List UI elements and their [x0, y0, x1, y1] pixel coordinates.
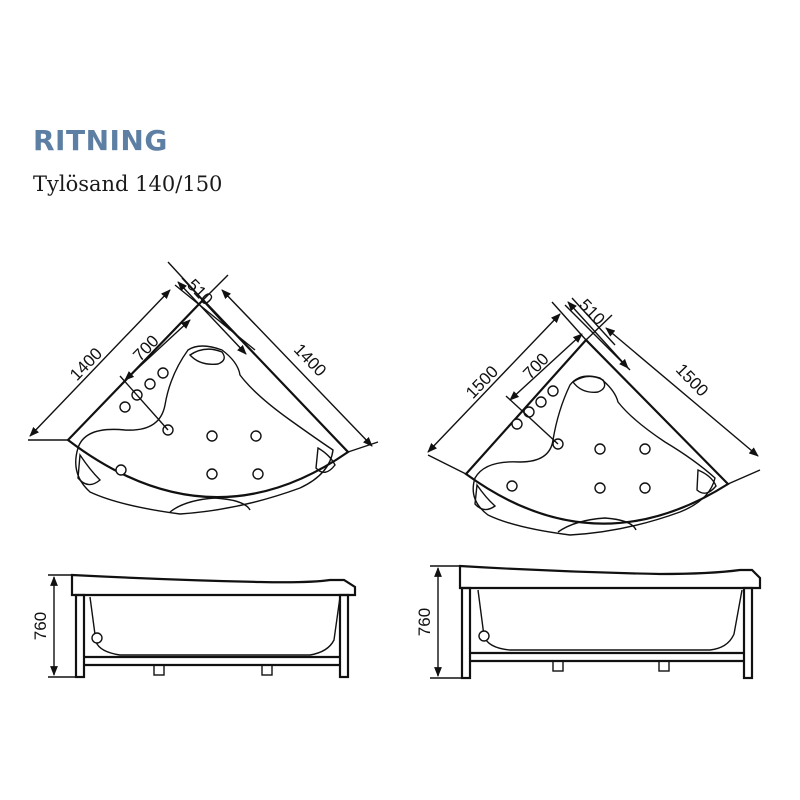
jet — [206, 468, 218, 480]
tub-body — [89, 596, 341, 656]
tub-outline — [66, 298, 350, 499]
dimension-line — [605, 327, 759, 457]
jet — [523, 406, 535, 418]
dimension-label: 760 — [31, 612, 50, 640]
dimension-label: 700 — [129, 331, 162, 365]
jet — [594, 482, 606, 494]
extension-line — [119, 375, 169, 431]
jet — [506, 480, 518, 492]
headrest — [188, 348, 225, 365]
seat-contour — [557, 517, 637, 533]
extension-line — [347, 441, 379, 453]
dimension-line — [221, 289, 373, 447]
side-view-1400: 760 — [31, 573, 357, 679]
headrest — [571, 375, 606, 393]
frame-foot — [658, 660, 670, 672]
dimension-line — [29, 289, 171, 437]
top-view-1500: 1500 1500 700 510 — [427, 295, 761, 536]
frame-leg — [460, 586, 472, 680]
frame-leg — [74, 593, 86, 679]
dimension-line — [567, 301, 629, 369]
dimension-label: 1400 — [290, 340, 330, 380]
dimension-label: 700 — [519, 349, 552, 383]
jet — [144, 378, 156, 390]
jet — [252, 468, 264, 480]
jet — [535, 396, 547, 408]
extension-line — [727, 469, 761, 485]
dimension-label: 760 — [415, 608, 434, 636]
armrest-right — [315, 446, 336, 473]
jet — [594, 443, 606, 455]
frame-foot — [552, 660, 564, 672]
tub-rim — [70, 573, 357, 597]
jet — [547, 385, 559, 397]
top-view-1400: 1400 1400 700 510 — [28, 261, 379, 515]
page-subtitle: Tylösand 140/150 — [33, 172, 223, 196]
extension-line — [505, 395, 559, 445]
drain — [478, 630, 490, 642]
jet — [639, 443, 651, 455]
extension-line — [427, 454, 467, 475]
armrest-left — [77, 452, 102, 486]
frame-leg — [742, 586, 754, 680]
drain — [91, 632, 103, 644]
jet — [511, 418, 523, 430]
seat-contour — [169, 497, 251, 513]
jet — [639, 482, 651, 494]
page-title: RITNING — [33, 124, 168, 157]
tub-outline — [464, 338, 730, 525]
armrest-right — [696, 468, 717, 494]
frame-foot — [261, 664, 273, 676]
side-view-1500: 760 — [415, 564, 762, 680]
tub-basin — [75, 345, 334, 515]
frame-leg — [338, 593, 350, 679]
frame-foot — [153, 664, 165, 676]
dimension-label: 510 — [183, 275, 216, 309]
jet — [115, 464, 127, 476]
jet — [250, 430, 262, 442]
dimension-line — [177, 281, 247, 355]
jet — [157, 367, 169, 379]
jet — [119, 401, 131, 413]
jet — [206, 430, 218, 442]
tub-body — [477, 589, 743, 651]
armrest-left — [474, 483, 497, 511]
tub-rim — [458, 564, 762, 590]
dimension-label: 1500 — [672, 360, 712, 400]
